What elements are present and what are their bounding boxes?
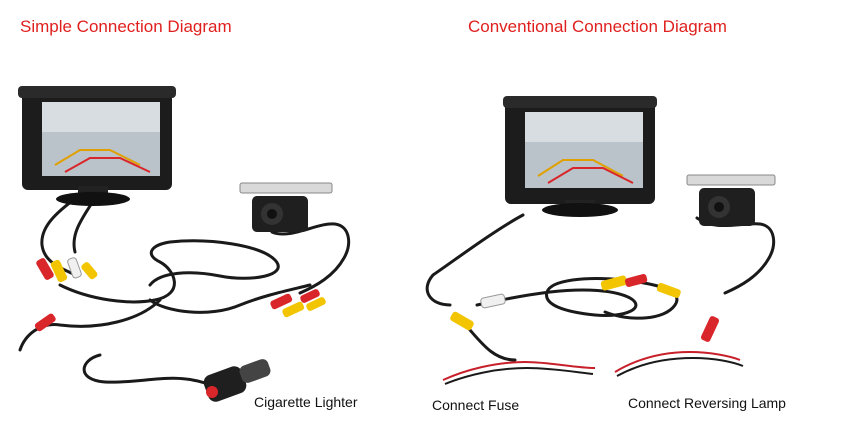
monitor-icon bbox=[18, 86, 176, 206]
cable-bundle bbox=[18, 193, 351, 385]
rear-camera-icon bbox=[239, 182, 333, 232]
rca-connector-icon bbox=[450, 273, 720, 342]
connect-reversing-lamp-label: Connect Reversing Lamp bbox=[628, 395, 786, 411]
simple-connection-diagram: Simple Connection Diagram bbox=[18, 17, 358, 410]
cigarette-lighter-label: Cigarette Lighter bbox=[254, 394, 358, 410]
rear-camera-icon bbox=[686, 174, 776, 226]
diagram-title: Conventional Connection Diagram bbox=[468, 17, 727, 36]
diagram-title: Simple Connection Diagram bbox=[20, 17, 232, 36]
connect-fuse-label: Connect Fuse bbox=[432, 397, 520, 413]
cigarette-lighter-plug-icon bbox=[203, 359, 271, 402]
conventional-diagram-art bbox=[425, 96, 776, 385]
simple-diagram-art bbox=[18, 86, 351, 402]
cable-bundle bbox=[425, 213, 776, 362]
monitor-icon bbox=[503, 96, 657, 217]
rca-connector-icon bbox=[34, 257, 326, 332]
power-wire-icon bbox=[442, 350, 744, 385]
conventional-connection-diagram: Conventional Connection Diagram bbox=[425, 0, 850, 438]
